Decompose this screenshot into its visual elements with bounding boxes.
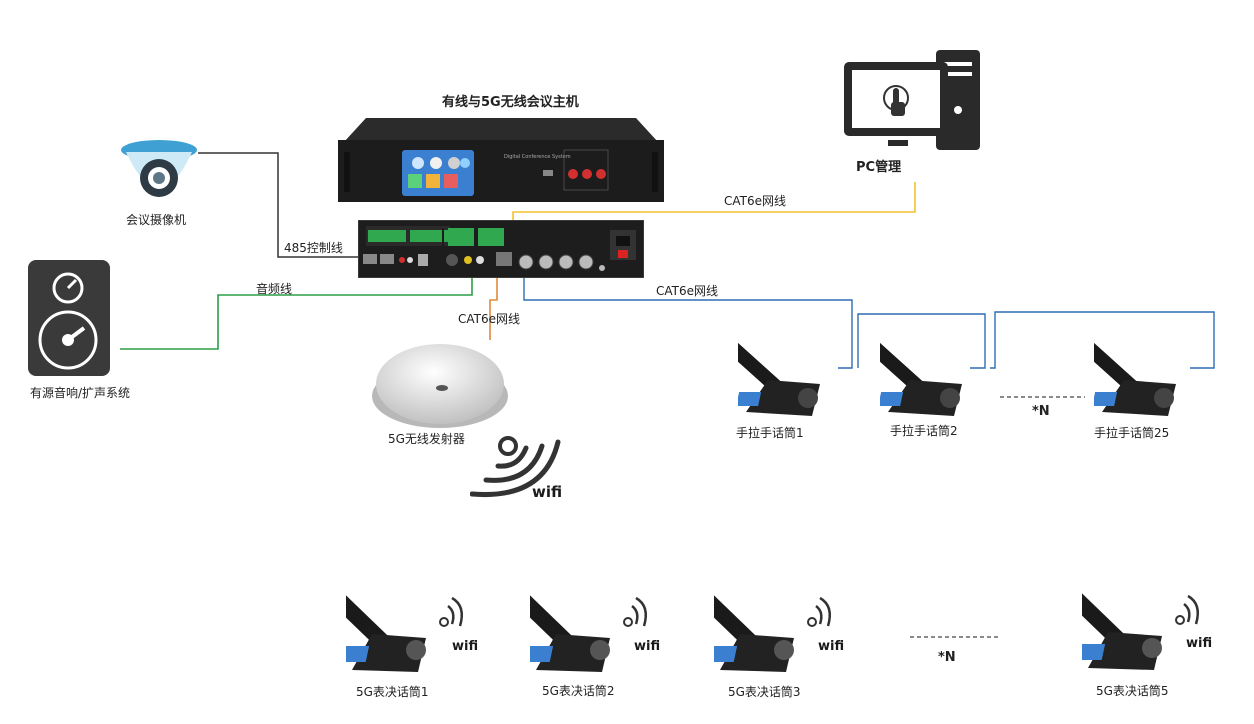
- wireless-mic-label-3: 5G表决话筒3: [728, 685, 801, 699]
- control-wire-label: 485控制线: [284, 241, 343, 255]
- wireless-mic-icon-2: [530, 587, 610, 672]
- transmitter-label: 5G无线发射器: [388, 432, 465, 446]
- pc-icon: [844, 50, 980, 150]
- wifi-label-mic-5: wifi: [1186, 636, 1213, 651]
- control-wire: [198, 152, 362, 258]
- wired-mic-label-1: 手拉手话筒1: [736, 426, 804, 440]
- wifi-label-mic-1: wifi: [452, 639, 479, 654]
- cat-mic-wire-label: CAT6e网线: [656, 284, 719, 298]
- camera-icon: [121, 140, 197, 197]
- wireless-mic-label-2: 5G表决话筒2: [542, 684, 615, 698]
- wireless-mic-icon-1: [346, 587, 426, 672]
- pc-label: PC管理: [856, 160, 902, 175]
- wireless-mic-icon-5: [1082, 585, 1162, 670]
- host-rear-panel: [358, 220, 644, 278]
- cat-pc-wire-label: CAT6e网线: [724, 194, 787, 208]
- wired-mic-icon-1: [738, 334, 820, 416]
- wired-mic-label-25: 手拉手话筒25: [1094, 426, 1170, 440]
- audio-wire-label: 音频线: [256, 282, 293, 296]
- wired-mic-icon-25: [1094, 334, 1176, 416]
- wifi-label-mic-2: wifi: [634, 639, 661, 654]
- host-front-unit: Digital Conference System: [338, 118, 664, 202]
- svg-text:Digital Conference System: Digital Conference System: [504, 154, 571, 160]
- wireless-mic-label-5: 5G表决话筒5: [1096, 684, 1169, 698]
- camera-label: 会议摄像机: [126, 213, 187, 227]
- cat-mic-link-2-25: [990, 311, 1215, 369]
- wireless-mic-icon-3: [714, 587, 794, 672]
- wireless-mic-label-1: 5G表决话筒1: [356, 685, 429, 699]
- repeat-label-wireless: *N: [938, 650, 956, 665]
- repeat-label-wired: *N: [1032, 404, 1050, 419]
- wired-mic-icon-2: [880, 334, 962, 416]
- wifi-waves-icon: [470, 436, 561, 498]
- audio-wire: [120, 265, 473, 350]
- cat-wifi-wire-label: CAT6e网线: [458, 312, 521, 326]
- cat-mic-wire: [523, 278, 853, 369]
- wifi-icon-mic-1: [439, 596, 463, 627]
- wifi-icon-mic-2: [623, 596, 647, 627]
- wifi-transmitter-icon: [372, 344, 508, 428]
- wifi-icon-mic-5: [1175, 594, 1199, 625]
- wifi-label-mic-3: wifi: [818, 639, 845, 654]
- wired-mic-label-2: 手拉手话筒2: [890, 424, 958, 438]
- host-title: 有线与5G无线会议主机: [442, 95, 579, 110]
- speaker-label: 有源音响/扩声系统: [30, 386, 131, 400]
- wifi-big-label: wifi: [532, 483, 563, 501]
- speaker-icon: [28, 260, 110, 376]
- wifi-icon-mic-3: [807, 596, 831, 627]
- cat-mic-link-1-2: [857, 313, 986, 369]
